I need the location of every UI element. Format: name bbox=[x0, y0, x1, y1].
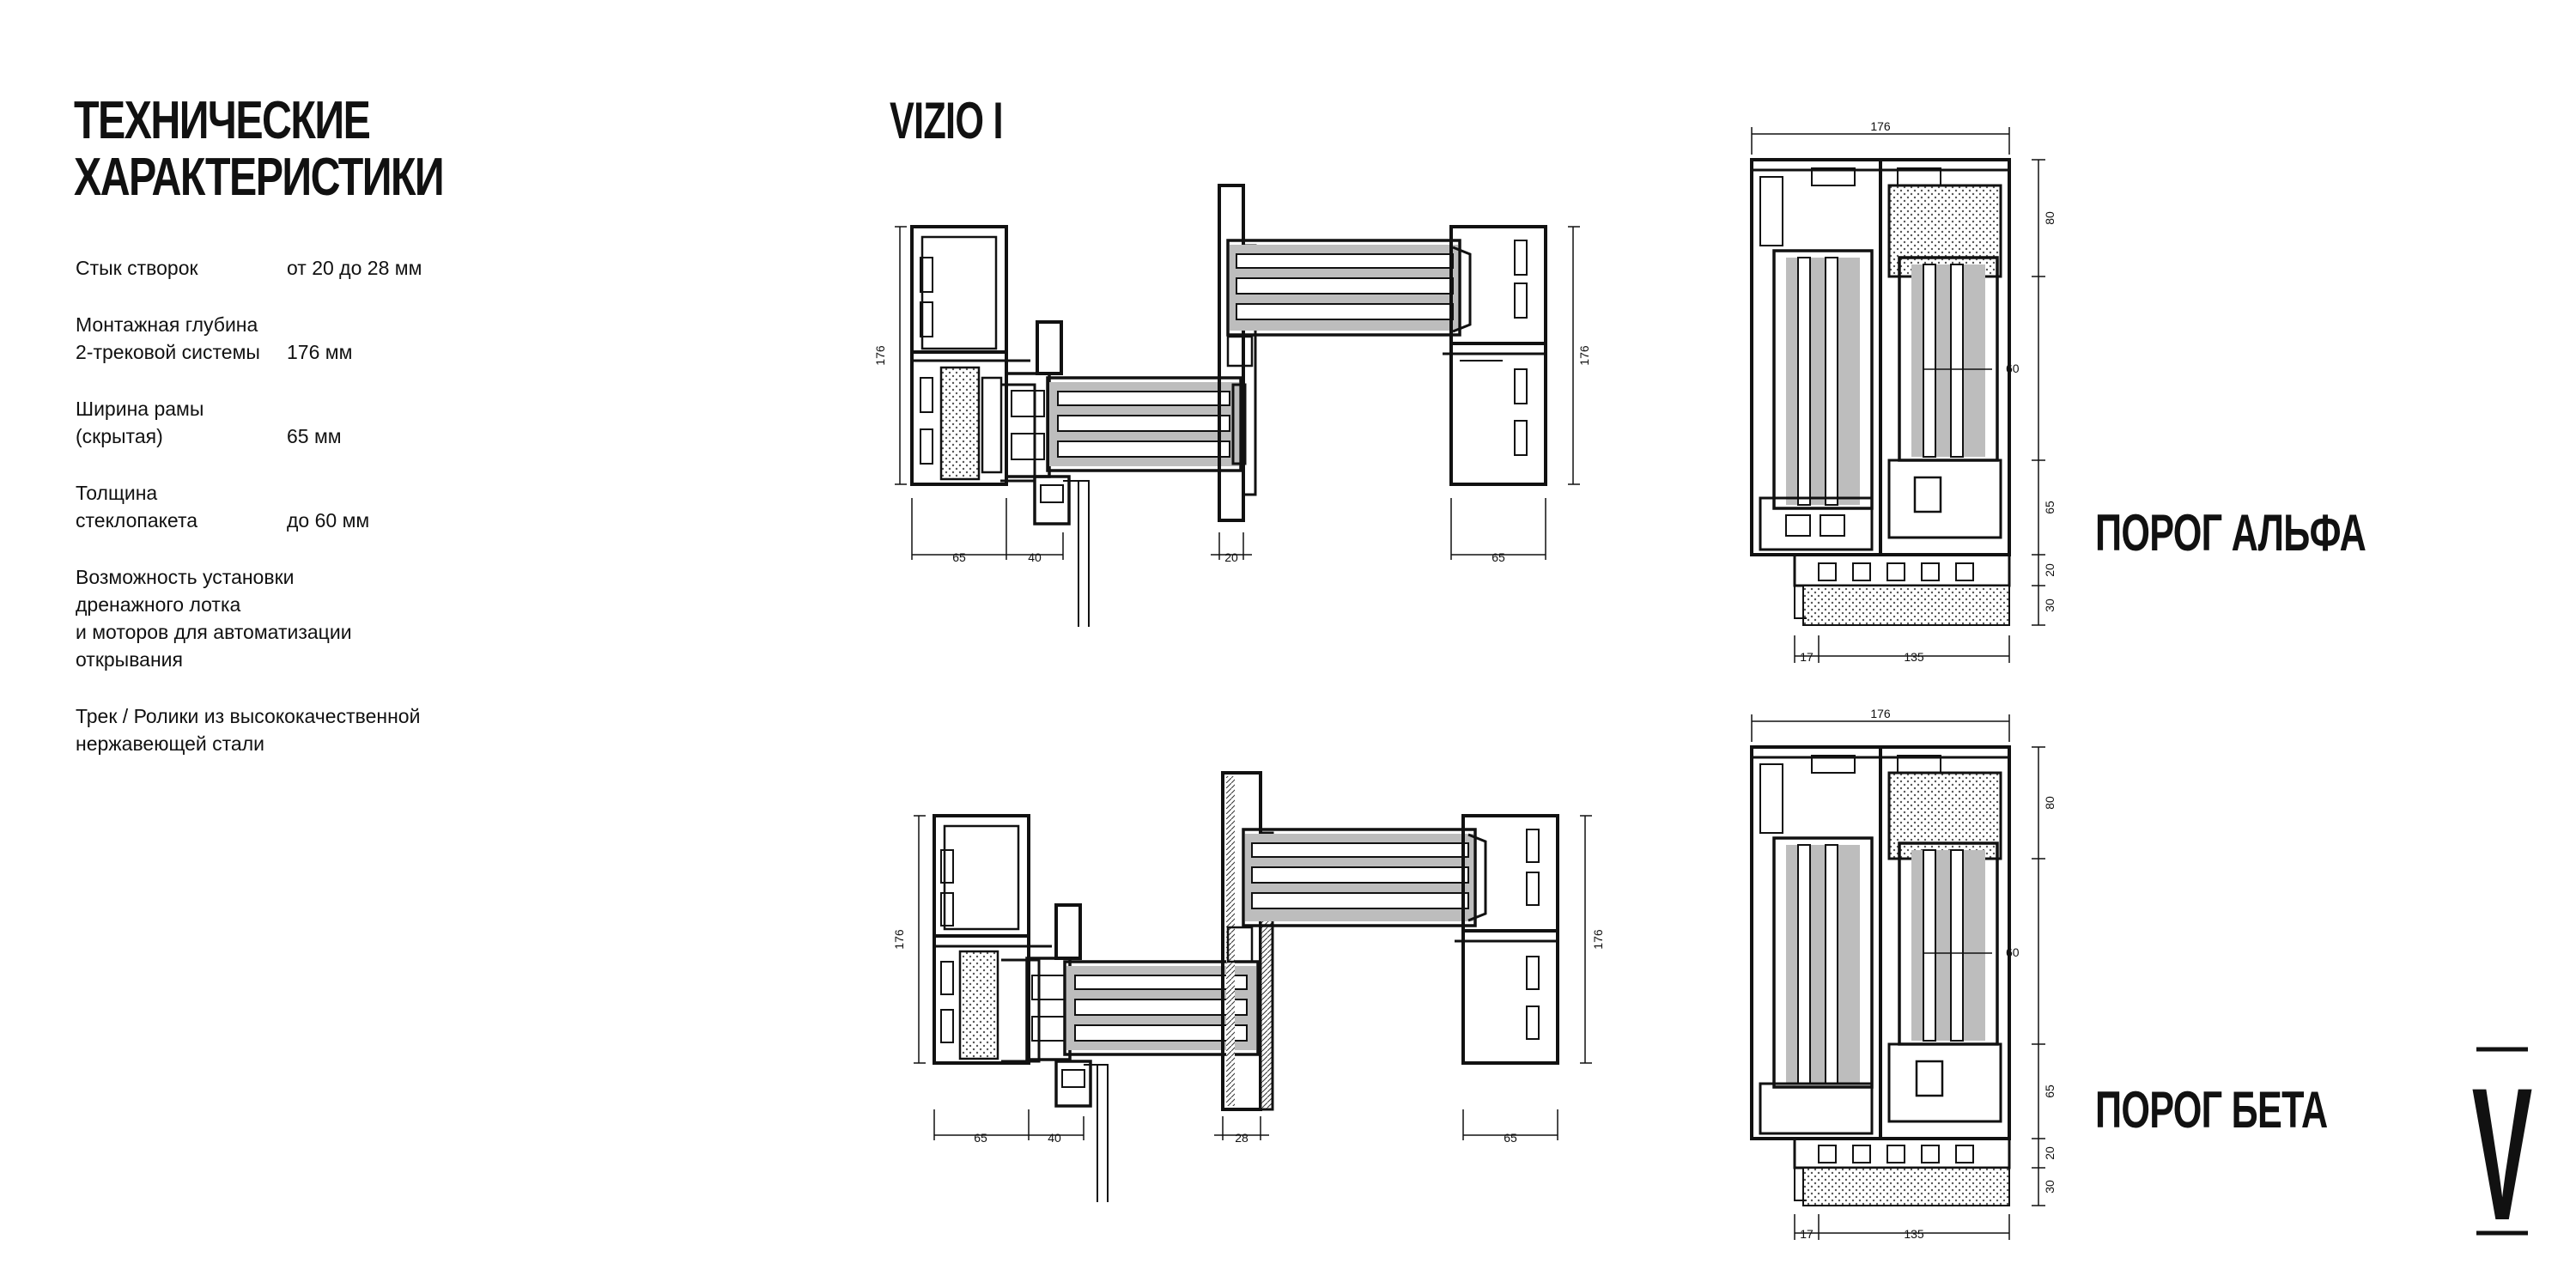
left-frame-profile bbox=[910, 225, 1036, 486]
right-glass-unit bbox=[1226, 239, 1472, 337]
dim-label: 65 bbox=[2043, 1084, 2057, 1098]
dim-label: 60 bbox=[2006, 361, 2020, 375]
dim-label: 30 bbox=[2043, 1180, 2057, 1194]
plan-bottom-drawing bbox=[914, 771, 1592, 1202]
dim-label: 176 bbox=[1870, 707, 1891, 720]
dim-label: 65 bbox=[1504, 1131, 1517, 1145]
spec-value: 176 мм bbox=[287, 341, 353, 363]
dim-label: 60 bbox=[2006, 945, 2020, 959]
dim-label: 20 bbox=[2043, 563, 2057, 577]
dim-label: 176 bbox=[892, 929, 906, 950]
section-alpha-drawing bbox=[1750, 158, 2011, 626]
spec-value: от 20 до 28 мм bbox=[287, 257, 422, 279]
spec-value: до 60 мм bbox=[287, 509, 370, 532]
right-glass-unit bbox=[1242, 828, 1487, 927]
plan-bottom-dimensions bbox=[914, 815, 1592, 1140]
spec-label: Стык створок bbox=[76, 257, 198, 279]
brand-logo: V bbox=[2472, 1047, 2532, 1260]
dim-label: 176 bbox=[1870, 119, 1891, 133]
spec-value: 65 мм bbox=[287, 425, 342, 447]
threshold-alpha-title: ПОРОГ АЛЬФА bbox=[2095, 504, 2366, 562]
dim-label: 20 bbox=[2043, 1146, 2057, 1160]
dim-label: 135 bbox=[1904, 650, 1924, 664]
plan-top-dimensions bbox=[895, 226, 1580, 560]
dim-label: 65 bbox=[974, 1131, 987, 1145]
page-title-line-2: ХАРАКТЕРИСТИКИ bbox=[74, 148, 445, 207]
left-sash-profile bbox=[1005, 320, 1090, 627]
dim-label: 65 bbox=[1492, 550, 1505, 564]
section-alpha-dimensions bbox=[1751, 127, 2045, 663]
spec-list: Стык створок от 20 до 28 мм Монтажная гл… bbox=[76, 254, 522, 787]
dim-label: 176 bbox=[1577, 345, 1591, 366]
spec-item: Ширина рамы(скрытая) 65 мм bbox=[76, 395, 522, 450]
dim-label: 40 bbox=[1048, 1131, 1061, 1145]
dim-label: 65 bbox=[952, 550, 966, 564]
spec-label: Ширина рамы(скрытая) bbox=[76, 398, 204, 447]
plan-top-drawing bbox=[895, 184, 1580, 627]
dim-label: 17 bbox=[1800, 1227, 1814, 1241]
plan-top-labels: 176 176 65 40 20 65 bbox=[873, 345, 1591, 564]
left-glass-unit bbox=[1063, 960, 1260, 1056]
dim-label: 80 bbox=[2043, 796, 2057, 810]
dim-label: 40 bbox=[1028, 550, 1042, 564]
right-frame-profile bbox=[1443, 225, 1547, 486]
interlock-profile bbox=[1221, 771, 1274, 1111]
right-frame-profile bbox=[1455, 814, 1559, 1065]
page-title-line-1: ТЕХНИЧЕСКИЕ bbox=[74, 91, 371, 150]
plan-title: VIZIO I bbox=[890, 92, 1004, 149]
dim-label: 65 bbox=[2043, 501, 2057, 514]
dim-label: 30 bbox=[2043, 598, 2057, 612]
section-alpha-labels: 176 80 60 65 20 30 17 135 bbox=[1800, 119, 2057, 664]
logo-letter: V bbox=[2472, 1048, 2532, 1260]
page-title: ТЕХНИЧЕСКИЕ ХАРАКТЕРИСТИКИ bbox=[74, 91, 445, 207]
dim-label: 176 bbox=[1591, 929, 1605, 950]
plan-bottom-labels: 176 176 65 40 28 65 bbox=[892, 929, 1605, 1145]
left-glass-unit bbox=[1046, 376, 1247, 472]
section-beta-dimensions bbox=[1751, 714, 2045, 1240]
dim-label: 80 bbox=[2043, 211, 2057, 225]
dim-label: 176 bbox=[873, 345, 887, 366]
dim-label: 20 bbox=[1224, 550, 1238, 564]
dim-label: 28 bbox=[1235, 1131, 1249, 1145]
threshold-beta-title: ПОРОГ БЕТА bbox=[2095, 1081, 2328, 1139]
left-frame-profile bbox=[933, 814, 1052, 1065]
section-beta-labels: 176 80 60 65 20 30 17 135 bbox=[1800, 707, 2057, 1241]
spec-item: Стык створок от 20 до 28 мм bbox=[76, 254, 522, 282]
section-beta-drawing bbox=[1750, 745, 2011, 1206]
dim-label: 17 bbox=[1800, 650, 1814, 664]
dim-label: 135 bbox=[1904, 1227, 1924, 1241]
